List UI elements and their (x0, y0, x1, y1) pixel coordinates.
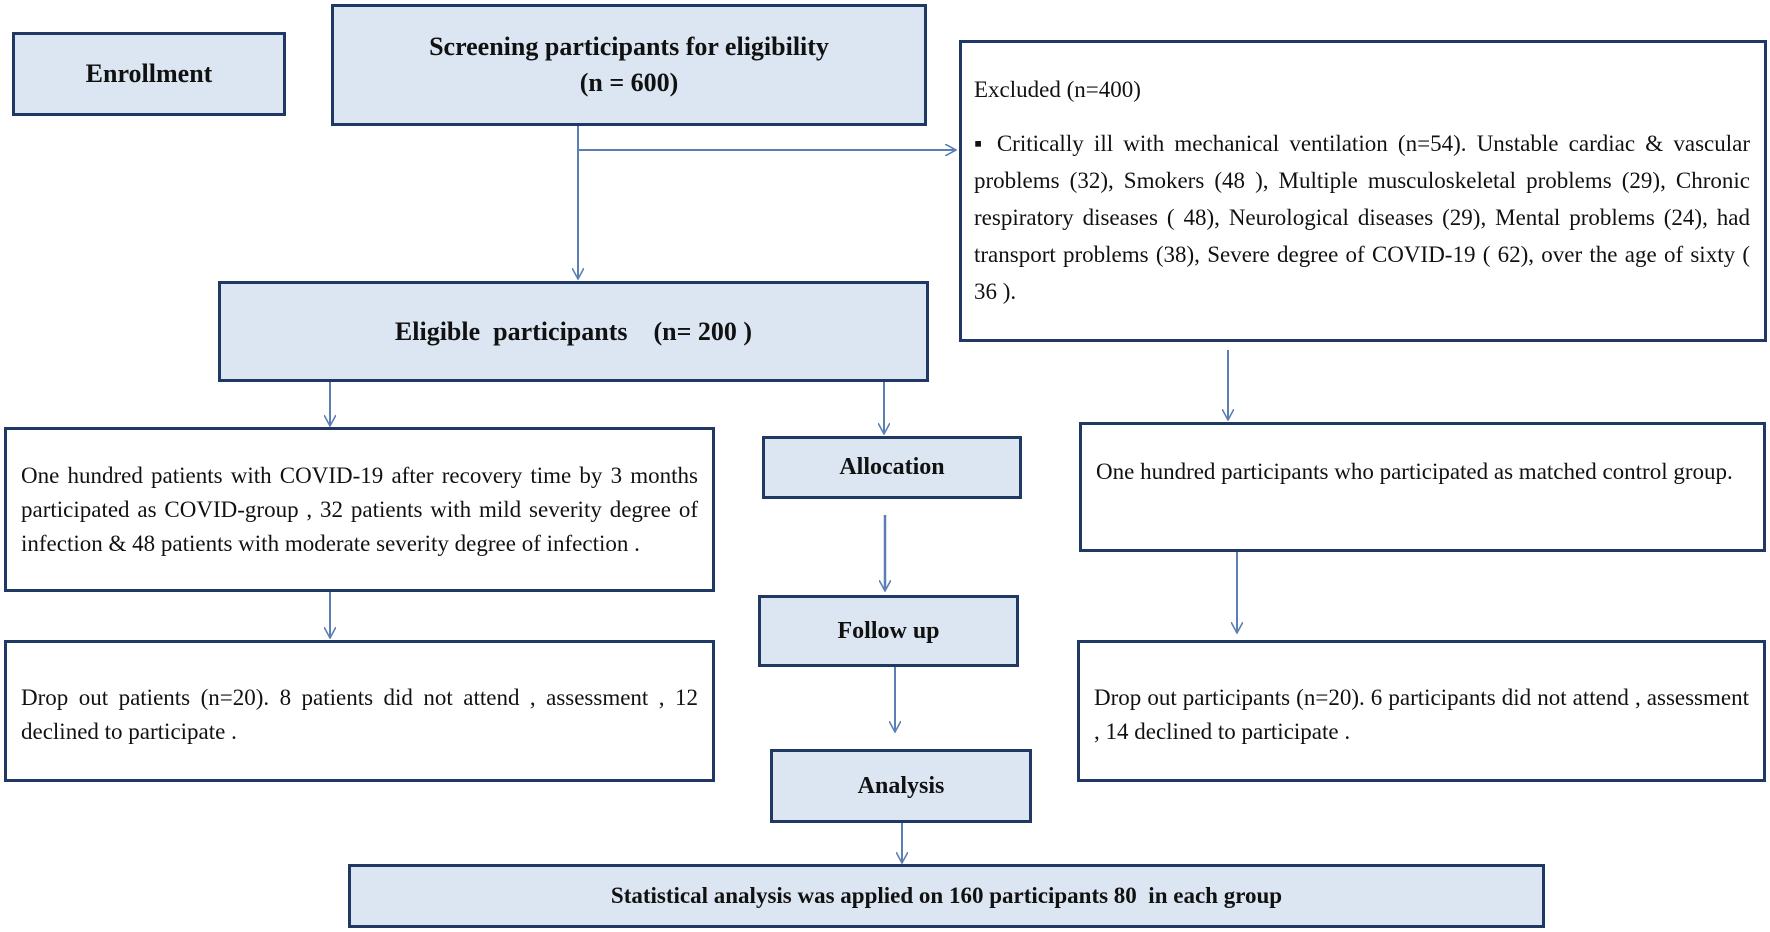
control-group-text: One hundred participants who participate… (1096, 459, 1733, 484)
statistical-analysis-label: Statistical analysis was applied on 160 … (610, 883, 1283, 908)
excluded-box: Excluded (n=400) ▪ Critically ill with m… (959, 40, 1767, 342)
control-dropout-text: Drop out participants (n=20). 6 particip… (1094, 685, 1749, 744)
analysis-label: Analysis (857, 772, 945, 799)
statistical-analysis-box: Statistical analysis was applied on 160 … (348, 864, 1545, 928)
follow-up-label: Follow up (837, 617, 940, 644)
screening-title: Screening participants for eligibility (429, 32, 829, 61)
covid-dropout-box: Drop out patients (n=20). 8 patients did… (4, 640, 715, 782)
enrollment-label: Enrollment (85, 59, 213, 88)
control-dropout-box: Drop out participants (n=20). 6 particip… (1077, 640, 1766, 782)
excluded-details: ▪ Critically ill with mechanical ventila… (974, 131, 1750, 304)
analysis-box: Analysis (770, 749, 1032, 823)
covid-group-text: One hundred patients with COVID-19 after… (21, 462, 698, 556)
screening-count: (n = 600) (579, 68, 679, 97)
allocation-box: Allocation (762, 436, 1022, 499)
excluded-title: Excluded (n=400) (974, 77, 1141, 102)
allocation-label: Allocation (839, 454, 945, 480)
control-group-box: One hundred participants who participate… (1079, 422, 1766, 552)
eligible-box: Eligible participants (n= 200 ) (218, 281, 929, 382)
enrollment-box: Enrollment (12, 32, 286, 116)
covid-group-box: One hundred patients with COVID-19 after… (4, 427, 715, 592)
follow-up-box: Follow up (758, 595, 1019, 667)
eligible-label: Eligible participants (n= 200 ) (394, 316, 753, 346)
covid-dropout-text: Drop out patients (n=20). 8 patients did… (21, 685, 698, 744)
screening-box: Screening participants for eligibility (… (331, 4, 927, 126)
